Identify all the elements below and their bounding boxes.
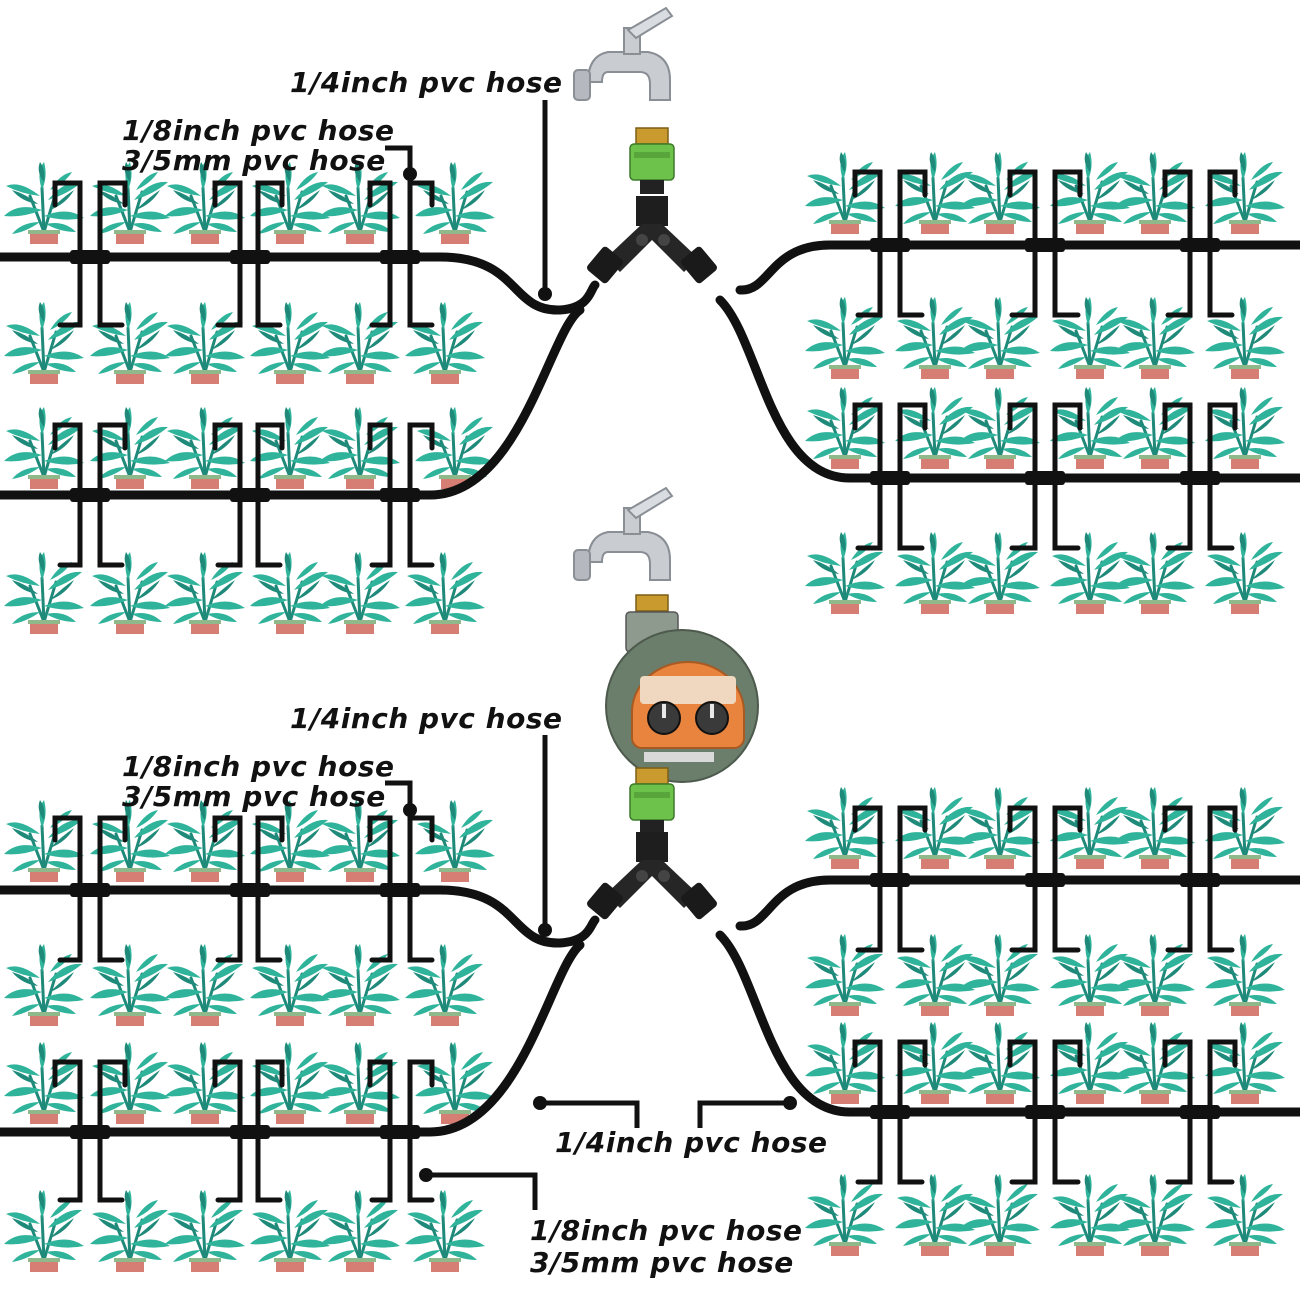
top-main-hoses (0, 240, 1300, 500)
label-mid-mm: 3/5mm pvc hose (122, 780, 386, 813)
top-right-microtubes (852, 169, 1238, 551)
bottom-main-hoses (0, 875, 1300, 1137)
top-right-plants (803, 150, 1287, 616)
label-mid-quarter-inch: 1/4inch pvc hose (290, 702, 562, 735)
label-mid-eighth-inch: 1/8inch pvc hose (122, 750, 394, 783)
label-top-quarter-inch: 1/4inch pvc hose (290, 66, 562, 99)
label-bottom-mm: 3/5mm pvc hose (530, 1246, 794, 1279)
bottom-leader-dots (403, 803, 797, 1182)
top-leader-dots (403, 167, 552, 301)
y-splitter-icon (585, 832, 719, 921)
faucet-icon (573, 487, 673, 581)
bottom-leaders (385, 735, 790, 1210)
top-right-tee-fittings (870, 238, 1220, 485)
bottom-left-tee-fittings (70, 883, 420, 1139)
quick-connector-icon (629, 767, 675, 835)
bottom-left-microtubes (52, 815, 435, 1203)
top-left-microtubes (52, 180, 435, 568)
top-leaders (385, 100, 548, 292)
label-bottom-eighth-inch: 1/8inch pvc hose (530, 1214, 802, 1247)
bottom-right-plants (803, 785, 1287, 1258)
bottom-right-tee-fittings (870, 873, 1220, 1119)
y-splitter-icon (585, 196, 719, 285)
label-top-mm: 3/5mm pvc hose (122, 144, 386, 177)
brass-adapter-icon (635, 594, 669, 612)
label-bottom-quarter-inch: 1/4inch pvc hose (555, 1126, 827, 1159)
bottom-right-microtubes (852, 805, 1238, 1185)
bottom-system: 1/4inch pvc hose 1/8inch pvc hose 3/5mm … (0, 487, 1300, 1279)
top-left-tee-fittings (70, 250, 420, 502)
water-timer-icon (605, 611, 759, 783)
top-system: 1/4inch pvc hose 1/8inch pvc hose 3/5mm … (0, 7, 1300, 636)
label-top-eighth-inch: 1/8inch pvc hose (122, 114, 394, 147)
quick-connector-icon (629, 127, 675, 195)
faucet-icon (573, 7, 673, 101)
